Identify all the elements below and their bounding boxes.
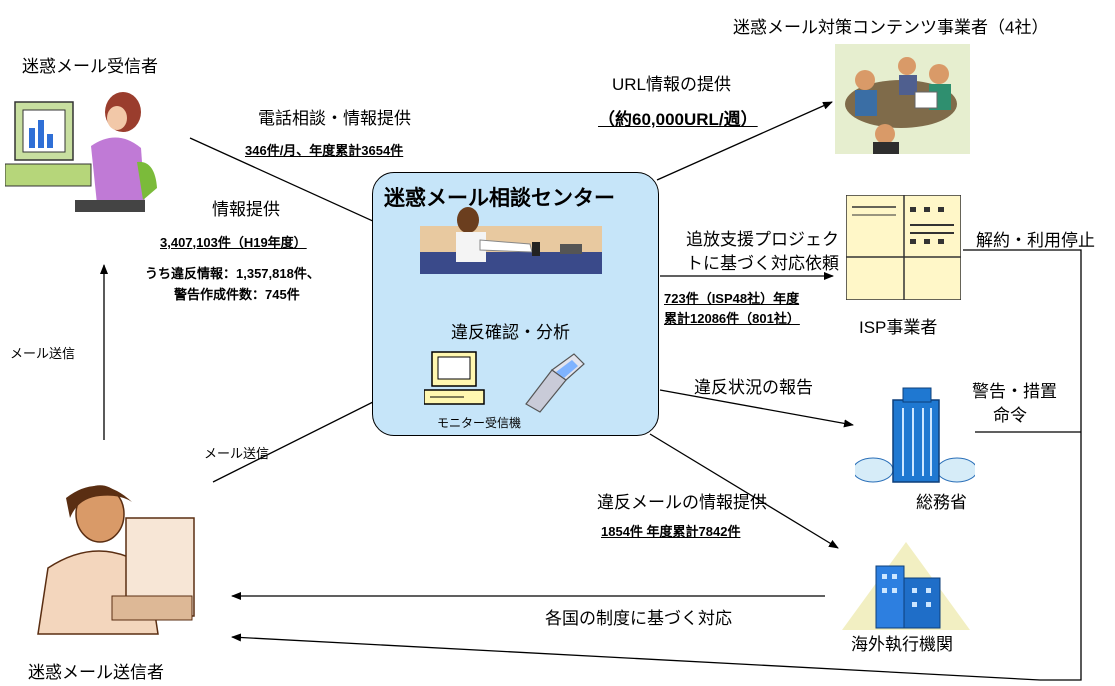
operator-illustration [420,207,602,274]
isp-building-icon [846,195,961,300]
info-stats: 3,407,103件（H19年度） [160,235,307,250]
recipient-computer-illustration [5,92,157,212]
arrow-center-to-ministry [659,389,854,428]
monitor-label: モニター受信機 [437,416,522,430]
recipient-label: 迷惑メール受信者 [22,57,158,76]
violation-stats-line1: うち違反情報：1,357,818件、 [145,266,320,281]
vendors-meeting-illustration [835,44,970,154]
mail-send-left-label: メール送信 [10,346,76,361]
line-isp-cancel [963,249,1082,681]
overseas-info-label: 違反メールの情報提供 [597,493,767,512]
phone-consult-label: 電話相談・情報提供 [258,109,411,128]
expel-stats-line1: 723件（ISP48社）年度 [664,291,800,306]
warning-line1: 警告・措置 [972,382,1057,401]
expel-stats-line2: 累計12086件（801社） [664,311,800,326]
violation-stats-line2: 警告作成件数：745件 [174,287,300,302]
mobile-phone-icon [525,353,585,413]
arrow-recipient-to-center [189,137,409,238]
arrow-center-to-overseas [649,433,839,549]
consultation-center-box [372,172,659,436]
phone-stats: 346件/月、年度累計3654件 [245,143,404,158]
ministry-label: 総務省 [916,493,967,512]
content-vendors-label: 迷惑メール対策コンテンツ事業者（4社） [733,18,1049,37]
expel-request-line2: トに基づく対応依頼 [686,254,839,273]
center-title: 迷惑メール相談センター [384,187,615,210]
mail-send-mid-label: メール送信 [204,446,270,461]
overseas-label: 海外執行機関 [851,635,953,654]
url-stats: （約60,000URL/週） [598,110,758,129]
overseas-stats: 1854件 年度累計7842件 [601,524,741,539]
sender-illustration [37,485,195,635]
warning-line2: 命令 [993,406,1027,425]
center-analysis-label: 違反確認・分析 [451,323,570,342]
overseas-agency-icon [842,542,970,630]
arrow-center-to-vendors [656,101,833,181]
expel-request-line1: 追放支援プロジェク [686,230,839,249]
arrow-enforcement-to-sender [231,633,1041,681]
violation-report-label: 違反状況の報告 [694,378,813,397]
monitor-pc-icon [424,351,485,405]
isp-label: ISP事業者 [859,318,938,337]
url-info-label: URL情報の提供 [612,75,732,94]
ministry-building-icon [855,387,975,483]
sender-label: 迷惑メール送信者 [28,663,164,682]
cancel-usage-label: 解約・利用停止 [976,231,1095,250]
info-provide-label: 情報提供 [212,200,280,219]
country-response-label: 各国の制度に基づく対応 [545,609,732,628]
